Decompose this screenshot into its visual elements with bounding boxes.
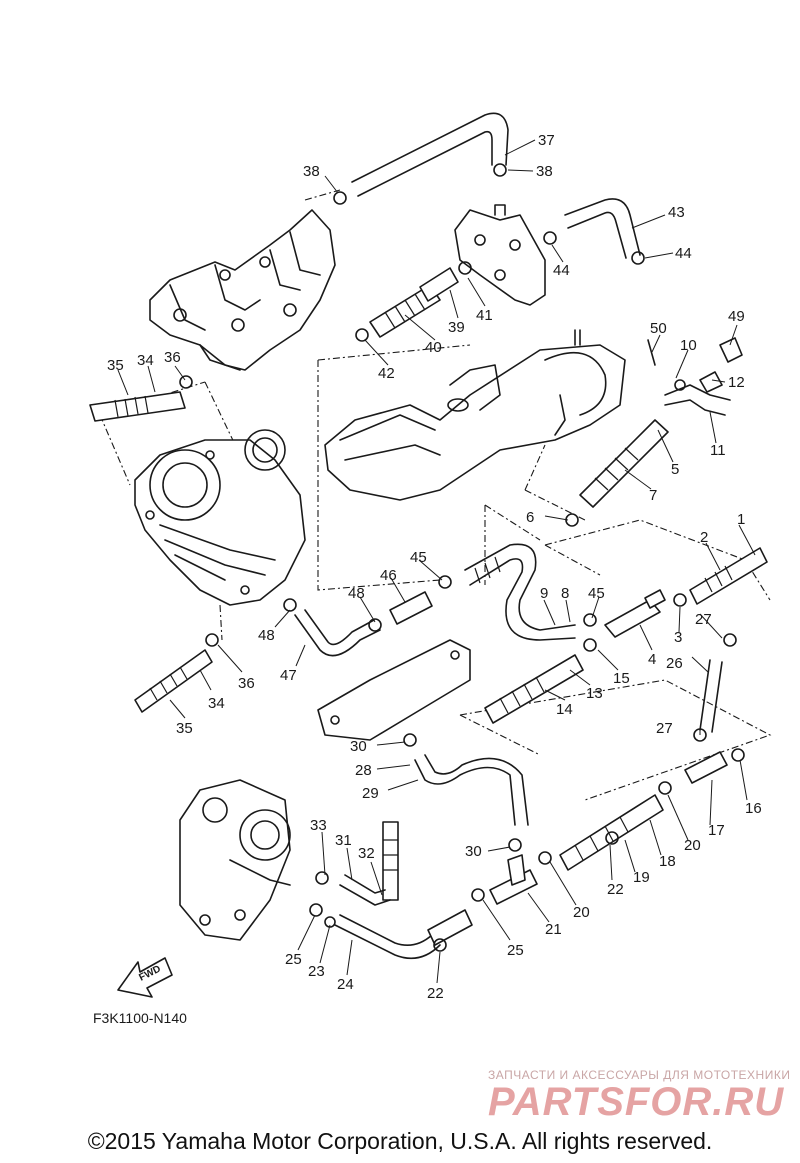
callout-1: 1 (737, 511, 745, 528)
callout-36: 36 (238, 675, 255, 692)
callout-49: 49 (728, 308, 745, 325)
callout-22: 22 (427, 985, 444, 1002)
callout-16: 16 (745, 800, 762, 817)
callout-29: 29 (362, 785, 379, 802)
callout-27: 27 (656, 720, 673, 737)
callout-28: 28 (355, 762, 372, 779)
callout-7: 7 (649, 487, 657, 504)
hose-9 (464, 543, 576, 641)
callout-19: 19 (633, 869, 650, 886)
callout-48: 48 (348, 585, 365, 602)
exhaust-chamber (324, 329, 626, 501)
callout-36: 36 (164, 349, 181, 366)
copyright-notice: ©2015 Yamaha Motor Corporation, U.S.A. A… (87, 1128, 713, 1154)
callout-24: 24 (337, 976, 354, 993)
oil-pump-unit (179, 779, 291, 941)
callout-12: 12 (728, 374, 745, 391)
hose-26 (699, 659, 723, 733)
hose-31-32 (339, 821, 399, 906)
water-jacket-cover (454, 204, 546, 306)
callout-46: 46 (380, 567, 397, 584)
tee-fitting-21 (489, 854, 538, 905)
callout-25: 25 (285, 951, 302, 968)
callout-31: 31 (335, 832, 352, 849)
callout-34: 34 (208, 695, 225, 712)
callout-44: 44 (553, 262, 570, 279)
callout-17: 17 (708, 822, 725, 839)
exhaust-manifold (149, 209, 336, 371)
callout-26: 26 (666, 655, 683, 672)
callout-40: 40 (425, 339, 442, 356)
callout-labels: 37 38 38 43 44 44 39 41 40 42 35 34 36 5… (107, 132, 762, 1002)
bellow-hose-34-35-bottom (134, 649, 213, 713)
callout-2: 2 (700, 529, 708, 546)
callout-45: 45 (410, 549, 427, 566)
callout-45: 45 (588, 585, 605, 602)
callout-14: 14 (556, 701, 573, 718)
callout-37: 37 (538, 132, 555, 149)
tee-fitting-4 (604, 589, 666, 638)
callout-25: 25 (507, 942, 524, 959)
callout-8: 8 (561, 585, 569, 602)
callout-27: 27 (695, 611, 712, 628)
leader-lines (117, 139, 756, 984)
callout-42: 42 (378, 365, 395, 382)
hose-13-14 (484, 654, 584, 724)
fitting-46 (389, 591, 433, 625)
hose-37 (351, 112, 509, 197)
callout-10: 10 (680, 337, 697, 354)
callout-3: 3 (674, 629, 682, 646)
callout-20: 20 (573, 904, 590, 921)
hose-29 (414, 754, 529, 826)
figure-code: F3K1100-N140 (93, 1010, 187, 1026)
hose-5-7 (579, 419, 669, 508)
callout-30: 30 (465, 843, 482, 860)
callout-5: 5 (671, 461, 679, 478)
hose-40 (369, 267, 459, 338)
callout-41: 41 (476, 307, 493, 324)
intake-cover-plate (317, 639, 471, 741)
supercharger-housing (134, 429, 306, 606)
callout-35: 35 (176, 720, 193, 737)
callout-6: 6 (526, 509, 534, 526)
callout-15: 15 (613, 670, 630, 687)
watermark-subtitle: ЗАПЧАСТИ И АКСЕССУАРЫ ДЛЯ МОТОТЕХНИКИ (488, 1068, 791, 1082)
callout-20: 20 (684, 837, 701, 854)
callout-22: 22 (607, 881, 624, 898)
callout-38: 38 (536, 163, 553, 180)
fwd-arrow-icon: FWD (117, 957, 173, 998)
callout-50: 50 (650, 320, 667, 337)
callout-4: 4 (648, 651, 656, 668)
callout-39: 39 (448, 319, 465, 336)
hose-24 (334, 909, 473, 960)
hose-47 (294, 609, 381, 657)
callout-44: 44 (675, 245, 692, 262)
bellow-hose-34-35-top (89, 391, 186, 422)
hose-1-2 (689, 547, 768, 605)
hose-43 (564, 198, 641, 259)
tee-fitting-17 (684, 751, 728, 784)
callout-33: 33 (310, 817, 327, 834)
callout-35: 35 (107, 357, 124, 374)
callout-30: 30 (350, 738, 367, 755)
callout-43: 43 (668, 204, 685, 221)
callout-38: 38 (303, 163, 320, 180)
callout-32: 32 (358, 845, 375, 862)
assembly-outline-lines (99, 189, 772, 801)
callout-21: 21 (545, 921, 562, 938)
callout-9: 9 (540, 585, 548, 602)
clamps (179, 163, 745, 952)
callout-13: 13 (586, 685, 603, 702)
callout-48: 48 (258, 627, 275, 644)
callout-23: 23 (308, 963, 325, 980)
callout-11: 11 (710, 442, 726, 459)
watermark-logo: PARTSFOR.RU (488, 1080, 785, 1124)
callout-47: 47 (280, 667, 297, 684)
callout-18: 18 (659, 853, 676, 870)
callout-34: 34 (137, 352, 154, 369)
